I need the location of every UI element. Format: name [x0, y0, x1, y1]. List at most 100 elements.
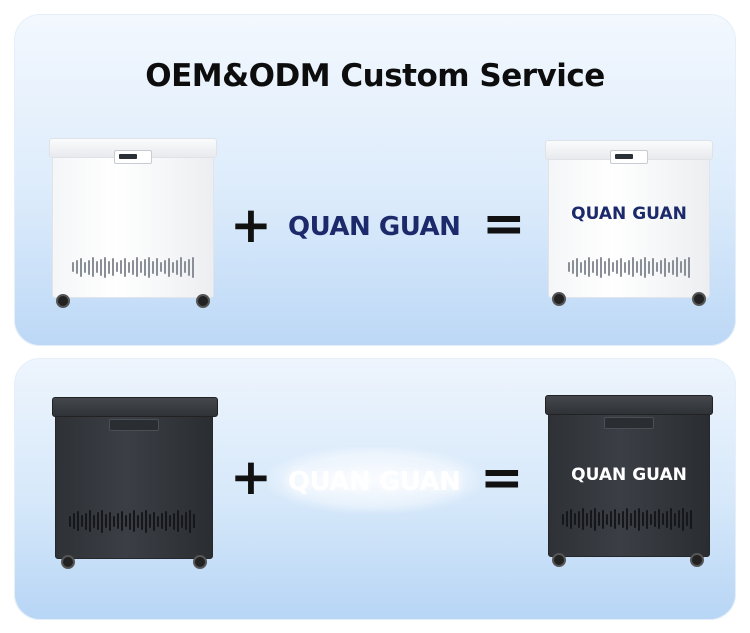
wheel-icon: [56, 294, 70, 308]
vent-slat: [181, 514, 183, 528]
vent-slat: [109, 511, 111, 531]
vent-slat: [572, 260, 574, 274]
vent-slat: [664, 257, 666, 277]
machine-lid: [545, 395, 713, 415]
vent-slat: [100, 258, 102, 276]
vent-slat: [92, 257, 94, 277]
vent-slat: [80, 257, 82, 277]
vent-slat: [73, 513, 75, 529]
vent-slat: [688, 256, 690, 278]
plus-sign: +: [230, 448, 272, 506]
white-machine-plain: [49, 138, 217, 308]
vent-slat: [610, 511, 612, 527]
control-display: [610, 150, 648, 164]
vent-slat: [616, 260, 618, 274]
vent-slat: [93, 514, 95, 528]
vent-slat: [145, 509, 147, 533]
vent-slat: [606, 513, 608, 525]
wheel-icon: [196, 294, 210, 308]
vent-slat: [168, 257, 170, 277]
vent-slat: [89, 510, 91, 532]
vent-slat: [588, 257, 590, 277]
vent-slat: [674, 512, 676, 526]
vent-slat: [112, 258, 114, 276]
vent-slat: [586, 512, 588, 526]
vent-slat: [582, 508, 584, 530]
vent-slat: [604, 260, 606, 274]
vent-slat: [129, 512, 131, 530]
vent-slat: [180, 257, 182, 277]
vent-slat: [124, 257, 126, 277]
control-display: [114, 150, 152, 164]
vent-slat: [116, 262, 118, 272]
vent-slat: [120, 260, 122, 274]
vent-slat: [568, 262, 570, 272]
vent-slat: [680, 261, 682, 273]
vent-slat: [578, 510, 580, 528]
vent-slat: [101, 509, 103, 533]
vent-slat: [650, 513, 652, 525]
vent-slat: [580, 261, 582, 273]
vent-slat: [156, 258, 158, 276]
vent-slat: [185, 512, 187, 530]
vent-slat: [165, 511, 167, 531]
vent-slat: [638, 507, 640, 531]
vent-slat: [620, 257, 622, 277]
vent-slat: [644, 256, 646, 278]
vent-slat: [598, 512, 600, 526]
wheel-icon: [552, 553, 566, 567]
vent-slat: [626, 508, 628, 530]
vent-slat: [574, 513, 576, 525]
vent-slat: [84, 261, 86, 273]
vent-slat: [188, 258, 190, 276]
machine-brand-label: QUAN GUAN: [571, 204, 687, 224]
vent-slat: [654, 511, 656, 527]
vent-grille: [72, 256, 196, 278]
vent-slat: [676, 257, 678, 277]
vent-slat: [646, 509, 648, 529]
vent-slat: [184, 261, 186, 273]
vent-slat: [622, 510, 624, 528]
vent-slat: [193, 514, 195, 528]
vent-slat: [137, 514, 139, 528]
wheel-icon: [61, 555, 75, 569]
plus-sign: +: [230, 196, 272, 254]
vent-slat: [600, 256, 602, 278]
vent-slat: [117, 513, 119, 529]
vent-slat: [96, 261, 98, 273]
vent-slat: [133, 510, 135, 532]
vent-slat: [614, 509, 616, 529]
vent-slat: [628, 259, 630, 275]
vent-slat: [149, 514, 151, 528]
vent-slat: [69, 515, 71, 527]
vent-slat: [658, 509, 660, 529]
vent-slat: [153, 511, 155, 531]
vent-slat: [684, 258, 686, 276]
vent-slat: [660, 260, 662, 274]
vent-slat: [690, 509, 692, 529]
vent-slat: [648, 260, 650, 274]
vent-slat: [592, 261, 594, 273]
vent-slat: [189, 509, 191, 533]
vent-slat: [148, 256, 150, 278]
vent-slat: [192, 256, 194, 278]
vent-slat: [612, 262, 614, 272]
vent-slat: [634, 510, 636, 528]
dark-machine-plain: [52, 397, 218, 569]
vent-slat: [77, 511, 79, 531]
vent-slat: [176, 259, 178, 275]
vent-slat: [662, 513, 664, 525]
vent-slat: [144, 258, 146, 276]
white-machine-branded: QUAN GUAN: [545, 140, 713, 308]
vent-slat: [668, 261, 670, 273]
dark-machine-branded: QUAN GUAN: [545, 395, 713, 569]
vent-slat: [602, 509, 604, 529]
control-display: [604, 417, 654, 429]
brand-glow: [268, 447, 480, 513]
vent-slat: [125, 515, 127, 527]
vent-slat: [666, 510, 668, 528]
vent-slat: [132, 259, 134, 275]
vent-slat: [636, 261, 638, 273]
vent-slat: [121, 511, 123, 531]
vent-slat: [104, 256, 106, 278]
